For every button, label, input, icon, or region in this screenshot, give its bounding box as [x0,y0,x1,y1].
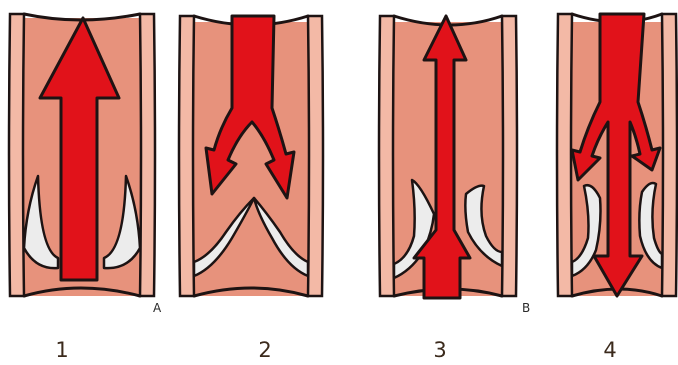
vein-wall-left [379,16,394,296]
panel-1-label: 1 [42,338,82,362]
panel-2-vein [179,16,323,296]
panel-3-label: 3 [420,338,460,362]
vein-wall-left [9,14,24,296]
figure-letter-b: B [522,301,530,315]
vein-wall-left [557,14,572,296]
vein-wall-right [662,14,677,296]
panel-1-vein [9,14,155,296]
vein-wall-right [140,14,155,296]
vein-wall-left [179,16,194,296]
vein-wall-right [308,16,323,296]
vein-wall-right [502,16,517,296]
panel-4-label: 4 [590,338,630,362]
panel-2-label: 2 [245,338,285,362]
panel-4-vein [557,14,677,296]
figure-letter-a: A [153,301,161,315]
panel-3-vein [379,16,517,298]
